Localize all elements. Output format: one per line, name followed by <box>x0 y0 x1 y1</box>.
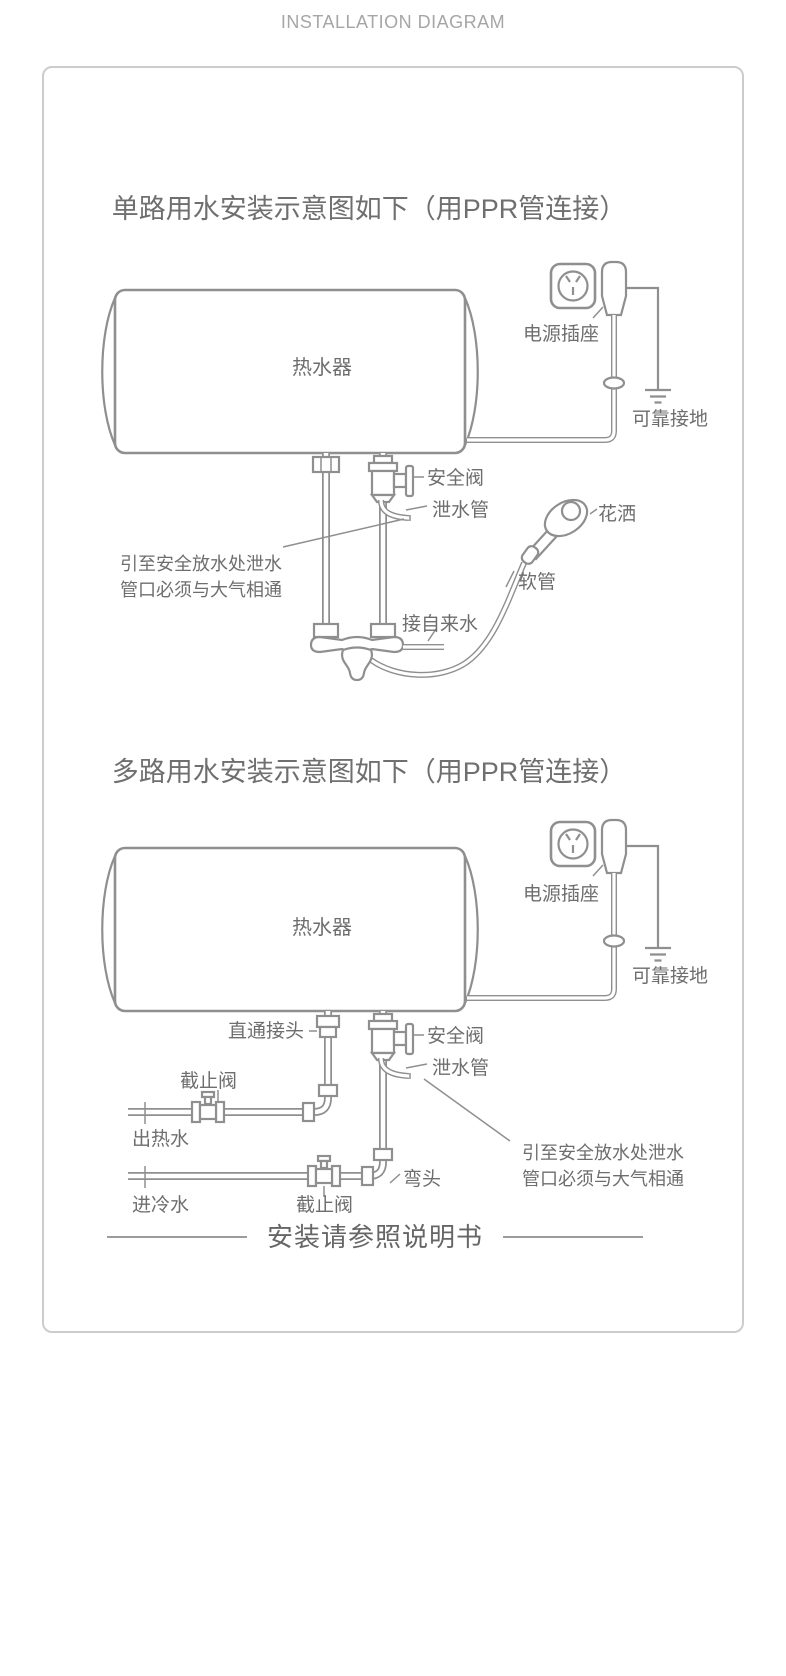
power-plug-icon-2 <box>600 818 628 875</box>
water-heater-1 <box>101 288 479 455</box>
note-drain-atmosphere-2: 引至安全放水处泄水 管口必须与大气相通 <box>522 1140 684 1192</box>
leader-power-socket-2 <box>592 864 604 877</box>
socket-prongs-2 <box>565 833 581 853</box>
valve-handle-2 <box>404 1022 415 1056</box>
label-grounding-2: 可靠接地 <box>632 966 709 987</box>
power-socket-icon-2 <box>549 820 597 868</box>
label-safety-valve-2: 安全阀 <box>427 1026 485 1047</box>
mixer-faucet-1 <box>309 622 405 682</box>
label-shower-1: 花洒 <box>598 504 637 525</box>
heater-left-cap-2 <box>101 855 117 1004</box>
hot-water-pipe-1 <box>311 453 341 630</box>
cord-bead-1 <box>602 376 626 390</box>
cord-bead-2 <box>602 934 626 948</box>
pipe-union-nut-1 <box>311 455 341 474</box>
leader-hose-1 <box>505 570 515 588</box>
power-cord-2 <box>467 873 626 1001</box>
power-socket-icon-1 <box>549 262 597 310</box>
leader-drain-pipe-1 <box>405 505 428 511</box>
diagram2-title: 多路用水安装示意图如下（用PPR管连接） <box>111 757 627 787</box>
footer-rule-right <box>503 1236 643 1238</box>
note-line-2: 管口必须与大气相通 <box>120 580 282 600</box>
leader-power-socket-1 <box>592 306 604 319</box>
leader-elbow-2 <box>389 1173 401 1184</box>
diagram1-title: 单路用水安装示意图如下（用PPR管连接） <box>111 194 627 224</box>
safety-valve-1 <box>367 454 415 504</box>
hot-pipe-elbow-2 <box>301 1083 339 1123</box>
leader-tap-water-1 <box>427 628 437 642</box>
ground-symbol-2 <box>626 844 671 962</box>
note-line-1: 引至安全放水处泄水 <box>522 1143 684 1163</box>
shower-head-icon-1 <box>520 498 589 565</box>
note-line-2: 管口必须与大气相通 <box>522 1169 684 1189</box>
label-straight-connector-2: 直通接头 <box>228 1021 305 1042</box>
power-plug-icon-1 <box>600 260 628 317</box>
label-power-socket-2: 电源插座 <box>523 884 600 905</box>
label-grounding-1: 可靠接地 <box>632 409 709 430</box>
shower-hose-1 <box>369 561 527 678</box>
valve-handle-1 <box>404 464 415 498</box>
label-hose-1: 软管 <box>518 572 557 593</box>
label-hot-water-out-2: 出热水 <box>132 1129 190 1150</box>
footer-rule-left <box>106 1236 247 1238</box>
label-cold-water-in-2: 进冷水 <box>132 1195 190 1216</box>
safety-valve-2 <box>367 1012 415 1062</box>
leader-drain-note-1 <box>282 518 405 548</box>
label-heater-1: 热水器 <box>292 357 352 379</box>
label-elbow-2: 弯头 <box>403 1169 442 1190</box>
label-drain-pipe-2: 泄水管 <box>432 1058 490 1079</box>
cold-pipe-elbow-2 <box>360 1147 394 1187</box>
leader-shower-1 <box>589 508 598 515</box>
heater-right-cap-1 <box>463 297 479 446</box>
page-title: INSTALLATION DIAGRAM <box>280 12 506 32</box>
label-stop-valve-hot-2: 截止阀 <box>180 1071 238 1092</box>
leader-drain-pipe-2 <box>405 1063 428 1069</box>
label-heater-2: 热水器 <box>292 917 352 939</box>
straight-connector-2 <box>315 1014 341 1039</box>
leader-drain-note-2 <box>423 1078 511 1142</box>
label-stop-valve-cold-2: 截止阀 <box>296 1195 354 1216</box>
drain-tube-1 <box>378 499 411 521</box>
label-power-socket-1: 电源插座 <box>523 324 600 345</box>
note-drain-atmosphere-1: 引至安全放水处泄水 管口必须与大气相通 <box>120 551 282 603</box>
water-heater-2 <box>101 846 479 1013</box>
footer-note: 安装请参照说明书 <box>266 1222 483 1252</box>
power-cord-1 <box>467 315 626 443</box>
heater-right-cap-2 <box>463 855 479 1004</box>
label-drain-pipe-1: 泄水管 <box>432 500 490 521</box>
socket-prongs-1 <box>565 275 581 295</box>
label-safety-valve-1: 安全阀 <box>427 468 485 489</box>
label-tap-water-1: 接自来水 <box>402 614 479 635</box>
faucet-spout-1 <box>341 646 373 682</box>
stop-valve-hot-icon-2 <box>190 1090 226 1124</box>
note-line-1: 引至安全放水处泄水 <box>120 554 282 574</box>
footer-note-row: 安装请参照说明书 <box>24 1222 726 1252</box>
stop-valve-cold-icon-2 <box>306 1154 342 1188</box>
ground-symbol-1 <box>626 286 671 404</box>
drain-tube-2 <box>378 1057 411 1079</box>
heater-left-cap-1 <box>101 297 117 446</box>
